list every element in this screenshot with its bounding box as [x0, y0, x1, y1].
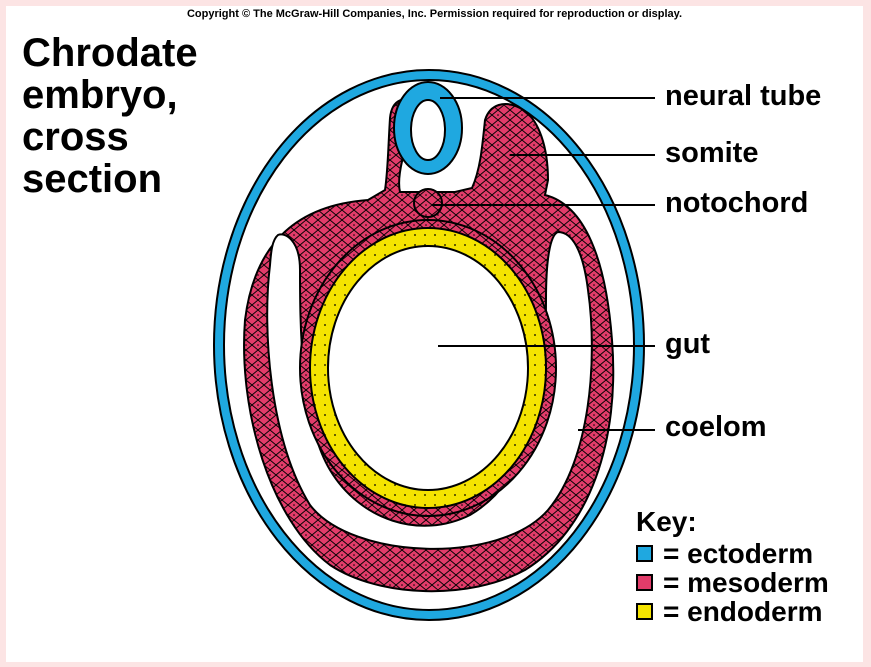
endoderm-swatch [636, 603, 653, 620]
legend-item-label: = endoderm [663, 596, 822, 628]
legend-item-ectoderm: = ectoderm [636, 539, 829, 568]
title-line: embryo, [22, 74, 198, 116]
title-line: cross [22, 116, 198, 158]
legend-item-mesoderm: = mesoderm [636, 568, 829, 597]
label-somite: somite [665, 137, 758, 170]
label-notochord: notochord [665, 187, 808, 220]
notochord-shape [414, 189, 442, 217]
legend: Key: = ectoderm = mesoderm = endoderm [636, 505, 829, 626]
label-gut: gut [665, 328, 710, 361]
title-line: Chrodate [22, 32, 198, 74]
legend-item-endoderm: = endoderm [636, 597, 829, 626]
legend-item-label: = ectoderm [663, 538, 813, 570]
label-neural-tube: neural tube [665, 80, 821, 113]
title-line: section [22, 158, 198, 200]
legend-item-label: = mesoderm [663, 567, 829, 599]
mesoderm-swatch [636, 574, 653, 591]
endoderm-layer [310, 228, 546, 508]
legend-title: Key: [636, 505, 829, 539]
neural-tube-shape [394, 82, 462, 174]
label-coelom: coelom [665, 411, 767, 444]
copyright-notice: Copyright © The McGraw-Hill Companies, I… [6, 8, 863, 20]
ectoderm-swatch [636, 545, 653, 562]
diagram-title: Chrodate embryo, cross section [22, 32, 198, 200]
